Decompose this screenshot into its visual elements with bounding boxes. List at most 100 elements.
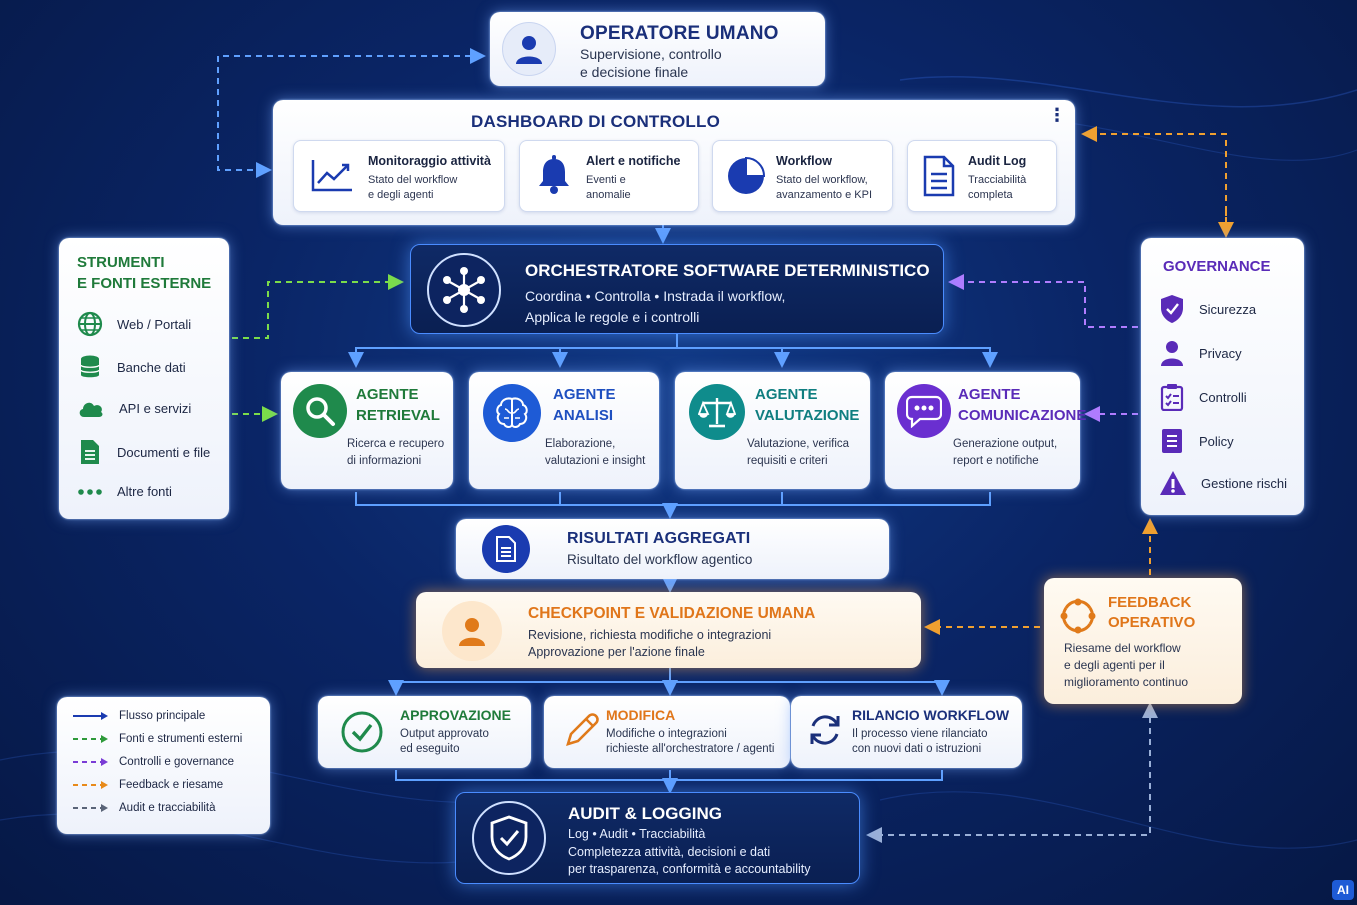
warning-icon <box>1160 471 1186 495</box>
outcome-title: APPROVAZIONE <box>400 707 511 723</box>
agent-retrieval[interactable]: AGENTE RETRIEVAL Ricerca e recupero di i… <box>281 372 453 489</box>
outcome-line2: con nuovi dati o istruzioni <box>852 743 982 755</box>
outcome-approvazione[interactable]: APPROVAZIONE Output approvato ed eseguit… <box>318 696 531 768</box>
tools-title-line1: STRUMENTI <box>77 254 165 271</box>
agent-desc-1: Valutazione, verifica <box>747 438 850 450</box>
dashboard-item-monitoraggio[interactable]: Monitoraggio attività Stato del workflow… <box>293 140 505 212</box>
person-icon <box>1161 341 1183 366</box>
operator-title: OPERATORE UMANO <box>580 23 779 44</box>
agent-desc-1: Generazione output, <box>953 438 1058 450</box>
feedback-line1: Riesame del workflow <box>1064 641 1181 655</box>
orchestrator-box[interactable]: ORCHESTRATORE SOFTWARE DETERMINISTICO Co… <box>410 244 944 334</box>
governance-title: GOVERNANCE <box>1163 258 1271 275</box>
checkpoint-line1: Revisione, richiesta modifiche o integra… <box>528 628 772 642</box>
checkpoint-line2: Approvazione per l'azione finale <box>528 645 705 659</box>
more-dots-icon <box>78 488 102 495</box>
governance-item-sicurezza[interactable]: Sicurezza <box>1159 294 1256 324</box>
legend-line-purple <box>73 758 108 766</box>
dashboard-item-line1: Stato del workflow, <box>776 174 868 186</box>
refresh-cycle-icon <box>1060 598 1096 634</box>
audit-box[interactable]: AUDIT & LOGGING Log • Audit • Tracciabil… <box>455 792 860 884</box>
feedback-box[interactable]: FEEDBACK OPERATIVO Riesame del workflow … <box>1044 578 1242 704</box>
operator-line1: Supervisione, controllo <box>580 46 722 62</box>
scale-icon <box>689 384 745 440</box>
audit-line3: per trasparenza, conformità e accountabi… <box>568 862 811 876</box>
shield-check-icon <box>1161 295 1183 323</box>
legend-label: Fonti e strumenti esterni <box>119 733 243 745</box>
dashboard-item-title: Monitoraggio attività <box>368 154 491 168</box>
tool-item-label: Documenti e file <box>117 444 211 460</box>
checklist-icon <box>1160 384 1184 411</box>
tool-item-web[interactable]: Web / Portali <box>77 311 191 337</box>
orchestrator-line2: Applica le regole e i controlli <box>525 309 700 325</box>
dashboard-item-workflow[interactable]: Workflow Stato del workflow, avanzamento… <box>712 140 893 212</box>
agent-title-2: COMUNICAZIONE <box>958 407 1087 424</box>
tool-item-label: Banche dati <box>117 359 186 375</box>
audit-title: AUDIT & LOGGING <box>568 804 722 823</box>
governance-item-rischi[interactable]: Gestione rischi <box>1159 470 1287 496</box>
operator-box[interactable]: OPERATORE UMANO Supervisione, controllo … <box>490 12 825 86</box>
governance-item-label: Sicurezza <box>1199 301 1257 317</box>
governance-item-policy[interactable]: Policy <box>1159 427 1234 455</box>
tool-item-database[interactable]: Banche dati <box>77 354 186 380</box>
legend-item-main: Flusso principale <box>73 710 205 722</box>
dashboard-item-audit[interactable]: Audit Log Tracciabilità completa <box>907 140 1057 212</box>
agent-valutazione[interactable]: AGENTE VALUTAZIONE Valutazione, verifica… <box>675 372 870 489</box>
outcome-line1: Output approvato <box>400 728 489 740</box>
governance-item-label: Gestione rischi <box>1201 475 1287 491</box>
dashboard-item-title: Workflow <box>776 154 833 168</box>
legend-item-audit: Audit e tracciabilità <box>73 802 216 814</box>
cloud-icon <box>79 402 103 417</box>
feedback-line3: miglioramento continuo <box>1064 675 1189 689</box>
checkpoint-box[interactable]: CHECKPOINT E VALIDAZIONE UMANA Revisione… <box>416 592 921 668</box>
agent-comunicazione[interactable]: AGENTE COMUNICAZIONE Generazione output,… <box>885 372 1086 489</box>
dashboard-item-alert[interactable]: Alert e notifiche Eventi e anomalie <box>519 140 699 212</box>
file-icon <box>81 440 99 464</box>
tool-item-documents[interactable]: Documenti e file <box>77 438 210 466</box>
governance-item-label: Controlli <box>1199 389 1247 405</box>
outcome-title: RILANCIO WORKFLOW <box>852 707 1010 723</box>
governance-item-controlli[interactable]: Controlli <box>1159 383 1247 411</box>
outcome-modifica[interactable]: MODIFICA Modifiche o integrazioni richie… <box>544 696 790 768</box>
document-icon <box>923 155 955 197</box>
results-box[interactable]: RISULTATI AGGREGATI Risultato del workfl… <box>456 519 889 579</box>
feedback-title-2: OPERATIVO <box>1108 614 1196 631</box>
kebab-menu-icon[interactable]: ⋮ <box>1048 105 1066 125</box>
brain-icon <box>483 384 541 442</box>
tool-item-api[interactable]: API e servizi <box>77 397 191 419</box>
agent-desc-1: Ricerca e recupero <box>347 438 445 450</box>
tool-item-other[interactable]: Altre fonti <box>77 484 172 499</box>
governance-item-label: Privacy <box>1199 345 1242 361</box>
legend-label: Audit e tracciabilità <box>119 802 216 814</box>
dashboard-item-title: Alert e notifiche <box>586 154 681 168</box>
outcome-line2: richieste all'orchestratore / agenti <box>606 743 775 755</box>
results-line1: Risultato del workflow agentico <box>567 552 753 567</box>
agent-title-2: RETRIEVAL <box>356 407 440 424</box>
check-circle-icon <box>341 711 383 753</box>
dashboard-item-title: Audit Log <box>968 154 1027 168</box>
shield-audit-icon <box>472 801 546 875</box>
person-orange-icon <box>442 601 502 661</box>
governance-panel: GOVERNANCE Sicurezza Privacy Controlli P… <box>1141 238 1304 515</box>
dashboard-item-line1: Eventi e <box>586 174 626 186</box>
magnifier-icon <box>293 384 347 438</box>
tools-panel: STRUMENTI E FONTI ESTERNE Web / Portali … <box>59 238 229 519</box>
dashboard-item-line2: e degli agenti <box>368 189 434 201</box>
bell-icon <box>539 155 569 194</box>
outcome-title: MODIFICA <box>606 707 676 723</box>
legend-panel: Flusso principale Fonti e strumenti este… <box>57 697 270 834</box>
legend-item-governance: Controlli e governance <box>73 756 234 768</box>
tool-item-label: Altre fonti <box>117 484 172 499</box>
governance-item-privacy[interactable]: Privacy <box>1159 339 1242 367</box>
agent-analisi[interactable]: AGENTE ANALISI Elaborazione, valutazioni… <box>469 372 659 489</box>
dashboard-item-line1: Stato del workflow <box>368 174 458 186</box>
chat-bubble-icon <box>897 384 951 438</box>
legend-line-solid <box>73 712 108 720</box>
outcome-rilancio[interactable]: RILANCIO WORKFLOW Il processo viene rila… <box>791 696 1022 768</box>
dashboard-title: DASHBOARD DI CONTROLLO <box>471 112 720 131</box>
dashboard-item-line2: anomalie <box>586 189 631 201</box>
results-document-icon <box>482 525 530 573</box>
legend-item-sources: Fonti e strumenti esterni <box>73 733 242 745</box>
agent-desc-2: valutazioni e insight <box>545 455 646 467</box>
legend-label: Feedback e riesame <box>119 779 224 791</box>
